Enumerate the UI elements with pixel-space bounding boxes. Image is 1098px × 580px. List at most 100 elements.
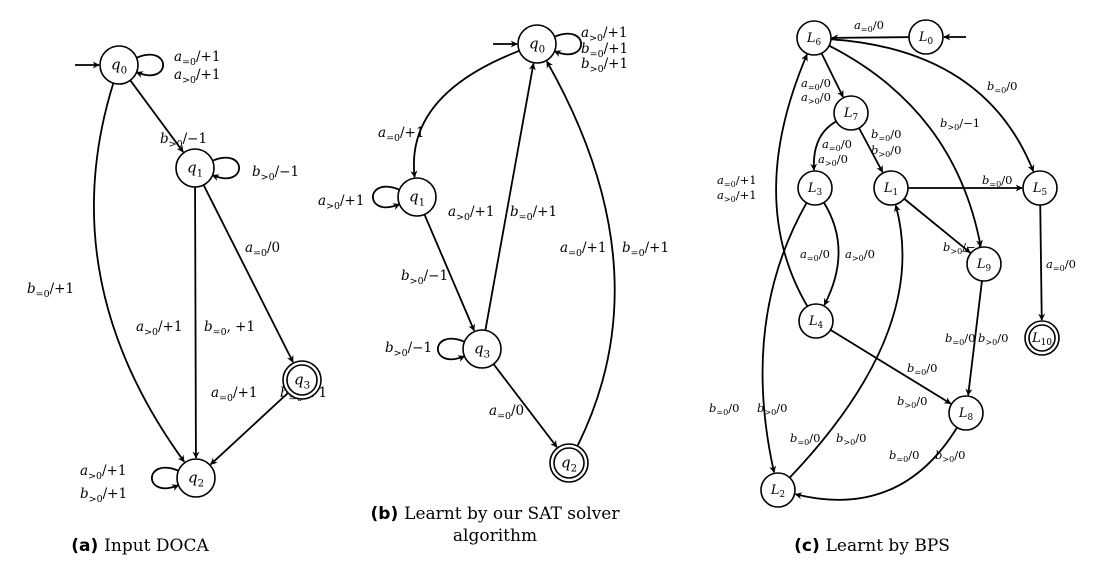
transition-arrow [484, 62, 536, 331]
transition-arrow [823, 202, 840, 306]
transition-arrow [192, 186, 200, 459]
edge-label: a>0/+1 [174, 67, 220, 86]
edge-b-q3-q3: b>0/−1 [385, 337, 466, 362]
state-circle [966, 246, 1002, 282]
edge-label: a>0/+1 [448, 204, 494, 223]
state-circle [796, 20, 832, 56]
edge-b-q3-q0: a>0/+1 b=0/+1 [448, 62, 557, 331]
state-label: L8 [958, 406, 974, 423]
state-circle [517, 24, 557, 64]
state-label: L7 [843, 106, 858, 123]
caption-a: (a) Input DOCA [71, 536, 209, 556]
state-q0: q0 [75, 45, 139, 85]
transition-arrow [761, 202, 808, 474]
edge-b-q1-q1: a>0/+1 [318, 185, 401, 212]
panel-c: a=0/0a=0/0a>0/0b=0/0b>0/−1a=0/0a>0/0b=0/… [709, 18, 1076, 556]
edge-label: b=0/0 [982, 173, 1012, 189]
self-loop-arrow [372, 185, 401, 210]
edge-c-L5-L10: a=0/0 [1038, 204, 1076, 321]
edge-label: a>0/0 [845, 247, 875, 263]
edge-c-L3-L4: a=0/0 a>0/0 [800, 202, 875, 306]
edge-label: b>0/0 [757, 401, 787, 417]
edge-label: b=0/0 [790, 431, 820, 447]
transition-arrow [810, 120, 837, 171]
state-label: L9 [976, 257, 992, 274]
state-L10: L10 [1024, 320, 1060, 356]
state-circle [798, 303, 834, 339]
state-L6: L6 [796, 20, 832, 56]
edge-label: b=0/0 [871, 127, 901, 143]
state-label: q1 [187, 159, 203, 180]
edge-label: b=0, +1 [204, 319, 255, 338]
edge-label: a>0/+1 [717, 188, 757, 204]
state-label: L3 [807, 181, 822, 198]
edge-c-L4-L6: a=0/+1a>0/+1 [717, 53, 809, 307]
state-circle [99, 45, 139, 85]
state-label: q2 [561, 454, 577, 475]
transition-arrow [492, 363, 558, 448]
edge-label: b=0/+1 [622, 240, 669, 259]
state-label: L5 [1032, 181, 1047, 198]
transition-arrow [858, 127, 884, 173]
state-circle [760, 472, 796, 508]
transition-arrow [828, 44, 983, 247]
edge-label: b=0/0 [889, 448, 919, 464]
caption-line: (c) Learnt by BPS [794, 536, 950, 556]
edge-label: b>0/−1 [385, 340, 432, 359]
state-L1: L1 [873, 170, 909, 206]
state-L9: L9 [966, 246, 1002, 282]
edge-label: a>0/+1 [581, 25, 627, 44]
edge-c-L6-L5: b=0/0 [830, 38, 1035, 172]
edge-label: a=0/0 [854, 18, 884, 34]
state-circle [175, 148, 215, 188]
state-L7: L7 [833, 95, 869, 131]
state-label: q2 [188, 469, 204, 490]
edge-c-L6-L9: b>0/−1 [828, 44, 983, 247]
state-label: L0 [918, 30, 934, 47]
state-circle [462, 329, 502, 369]
accepting-ring [286, 364, 318, 396]
state-label: q3 [294, 371, 310, 392]
state-label: q0 [111, 56, 127, 77]
edge-c-L6-L7: a=0/0a>0/0 [801, 52, 844, 106]
state-q3: q3 [462, 329, 502, 369]
caption-line: (b) Learnt by our SAT solver [371, 504, 621, 524]
state-label: q1 [409, 188, 425, 209]
transition-arrow [210, 392, 289, 466]
edge-a-q2-q2: a>0/+1 b>0/+1 [80, 463, 180, 505]
state-L2: L2 [760, 472, 796, 508]
edge-label: b>0/+1 [80, 486, 127, 505]
state-label: q3 [474, 340, 490, 361]
edge-label: b>0/+1 [581, 56, 628, 75]
edge-label: b=0/+1 [581, 41, 628, 60]
edge-label: b=0/+1 [510, 204, 557, 223]
transition-arrow [830, 329, 952, 405]
edge-label: a=0/+1 [174, 49, 220, 68]
edge-label: b=0/0 [907, 361, 937, 377]
caption-line: algorithm [453, 526, 537, 546]
edge-c-L1-L5: b=0/0 [908, 173, 1023, 192]
edge-label: a>0/+1 [80, 463, 126, 482]
transition-arrow [794, 426, 958, 501]
edge-label: a=0/0 [245, 240, 280, 259]
self-loop-arrow [135, 53, 164, 78]
edge-label: a>0/0 [801, 90, 831, 106]
self-loop-arrow [151, 466, 180, 491]
edge-label: a>0/+1 [318, 193, 364, 212]
edge-label: a=0/0 [800, 247, 830, 263]
edge-c-L8-L2: b=0/0 b>0/0 [794, 426, 965, 501]
edge-a-q0-q2: b=0/+1 [27, 82, 185, 463]
edge-label: a=0/+1 [717, 173, 757, 189]
edge-a-q1-q3: a=0/0 [202, 184, 294, 363]
edge-label: a=0/0 [801, 76, 831, 92]
transition-arrow [903, 198, 971, 254]
edge-label: b>0/0 [836, 431, 866, 447]
edge-a-q1-q1: b>0/−1 [211, 156, 299, 183]
state-q1: q1 [397, 177, 437, 217]
state-q1: q1 [175, 148, 215, 188]
panel-b: a>0/+1b=0/+1b>0/+1a=0/+1a>0/+1b>0/−1a>0/… [318, 24, 669, 546]
